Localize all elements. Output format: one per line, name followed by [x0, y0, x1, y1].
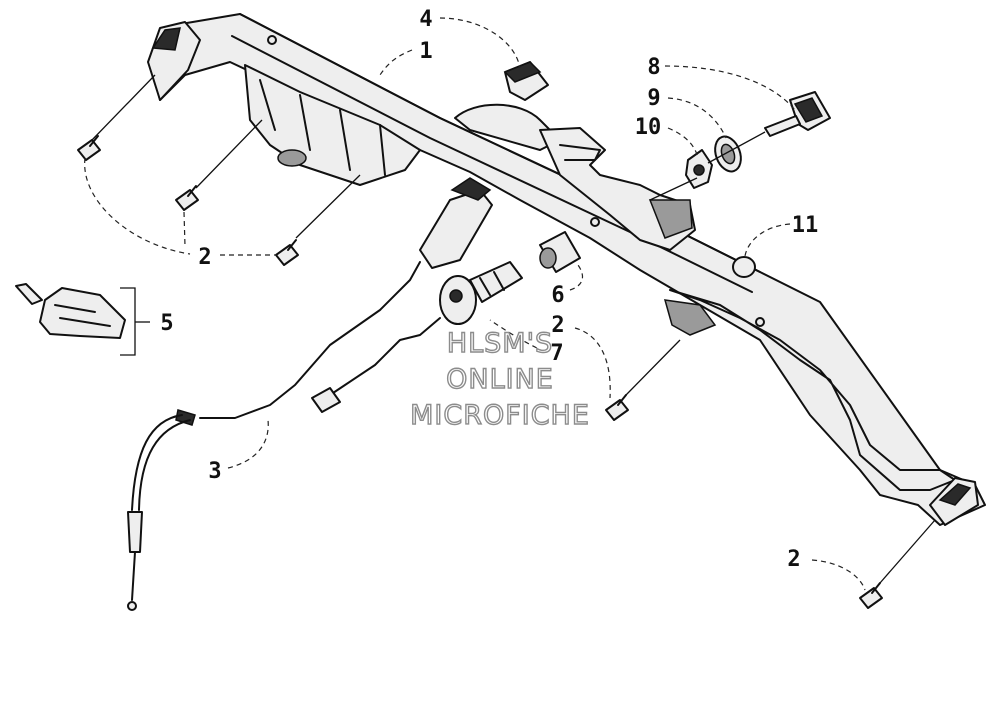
- callout-2-center: 2: [551, 313, 564, 338]
- mount-line-5: [879, 519, 936, 584]
- leader-11: [744, 223, 791, 257]
- callout-2-left: 2: [198, 245, 211, 270]
- callout-9: 9: [647, 86, 660, 111]
- watermark-line-2: ONLINE: [446, 364, 554, 395]
- cable-part-3: [127, 177, 493, 611]
- leader-6: [569, 264, 584, 291]
- ignition-switch-part-7: [311, 261, 523, 413]
- screw-part-2-b: [175, 185, 199, 211]
- plug-part-11: [732, 256, 756, 278]
- callout-8: 8: [647, 55, 660, 80]
- mount-line-4: [625, 339, 681, 396]
- callout-11: 11: [792, 213, 819, 238]
- knob-part-4: [503, 61, 549, 101]
- bushing-part-6: [539, 231, 581, 273]
- callout-3: 3: [208, 459, 221, 484]
- housing-part-1: [147, 13, 986, 526]
- leader-2b: [183, 211, 186, 247]
- screw-part-2-a: [77, 135, 101, 161]
- mount-line-nut: [649, 177, 698, 201]
- watermark-line-1: HLSM'S: [447, 328, 553, 359]
- callout-2-right: 2: [787, 547, 800, 572]
- leader-4: [439, 17, 521, 69]
- leader-1: [379, 49, 413, 76]
- screw-part-2-c: [275, 239, 299, 266]
- key-part-8: [764, 91, 831, 137]
- callout-6: 6: [551, 283, 564, 308]
- leader-10: [667, 127, 699, 159]
- nut-part-10: [685, 149, 713, 189]
- mount-line-1: [91, 74, 156, 141]
- leader-2d: [574, 327, 611, 399]
- leader-8: [664, 65, 796, 111]
- callout-4: 4: [419, 7, 432, 32]
- callout-7: 7: [550, 341, 563, 366]
- callout-5: 5: [160, 311, 173, 336]
- watermark-line-3: MICROFICHE: [410, 400, 590, 431]
- leader-2a: [84, 157, 191, 255]
- leader-2e: [811, 559, 866, 591]
- callout-1: 1: [419, 39, 432, 64]
- callout-10: 10: [635, 115, 662, 140]
- screw-part-2-d: [605, 394, 629, 421]
- mount-line-key: [707, 131, 766, 164]
- mount-line-3: [295, 174, 361, 239]
- mount-line-2: [195, 119, 263, 189]
- clip-part-5: [15, 283, 126, 339]
- screw-part-2-e: [859, 582, 883, 609]
- leader-3: [227, 419, 269, 469]
- bezel-part-9: [714, 135, 742, 173]
